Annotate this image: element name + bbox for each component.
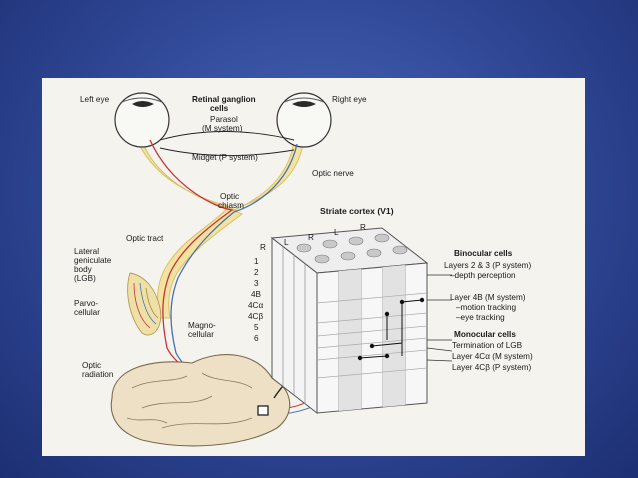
- midget-line: [159, 147, 295, 156]
- column-label: L: [284, 238, 289, 247]
- layer-label: 1: [254, 257, 259, 266]
- label-optic-chiasm-2: chiasm: [218, 201, 244, 210]
- binocular-line: –motion tracking: [456, 303, 517, 312]
- label-lgb-3: body: [74, 265, 93, 274]
- label-midget: Midget (P system): [192, 153, 258, 162]
- monocular-heading: Monocular cells: [454, 330, 516, 339]
- visual-pathway-figure: Left eye Right eye Retinal ganglion cell…: [42, 78, 585, 456]
- label-left-eye: Left eye: [80, 95, 110, 104]
- label-optic-tract: Optic tract: [126, 234, 164, 243]
- binocular-heading: Binocular cells: [454, 249, 513, 258]
- brain: [110, 354, 291, 447]
- monocular-line: Layer 4Cα (M system): [452, 352, 533, 361]
- column-label: R: [360, 223, 366, 232]
- label-lgb-2: geniculate: [74, 256, 112, 265]
- monocular-line: Termination of LGB: [452, 341, 523, 350]
- layer-label: 5: [254, 323, 259, 332]
- label-optic-nerve: Optic nerve: [312, 169, 354, 178]
- cube-pointers: [426, 274, 453, 362]
- layer-label: 4Cα: [248, 301, 263, 310]
- label-lgb-4: (LGB): [74, 274, 96, 283]
- layer-label: 4B: [251, 290, 262, 299]
- layer-label: 2: [254, 268, 259, 277]
- label-parasol-1: Parasol: [210, 115, 238, 124]
- left-eye: [114, 92, 170, 148]
- binocular-line: –eye tracking: [456, 313, 505, 322]
- layer-label: 4Cβ: [248, 312, 263, 321]
- label-retinal-ganglion-1: Retinal ganglion: [192, 95, 256, 104]
- binocular-line: Layers 2 & 3 (P system): [444, 261, 531, 270]
- label-retinal-ganglion-2: cells: [210, 104, 229, 113]
- label-parvo-1: Parvo-: [74, 299, 98, 308]
- column-label: R: [308, 233, 314, 242]
- label-optic-chiasm-1: Optic: [220, 192, 239, 201]
- optic-tract-shape: [157, 207, 243, 319]
- label-optic-radiation-1: Optic: [82, 361, 101, 370]
- right-eye: [276, 92, 332, 148]
- label-optic-radiation-2: radiation: [82, 370, 114, 379]
- binocular-line: Layer 4B (M system): [450, 293, 526, 302]
- monocular-line: Layer 4Cβ (P system): [452, 363, 531, 372]
- label-magno-2: cellular: [188, 330, 214, 339]
- column-label: L: [334, 228, 339, 237]
- visual-pathway-diagram: Left eye Right eye Retinal ganglion cell…: [74, 92, 533, 447]
- label-parasol-2: (M system): [202, 124, 243, 133]
- label-magno-1: Magno-: [188, 321, 216, 330]
- binocular-line: –depth perception: [450, 271, 516, 280]
- parasol-line: [159, 131, 295, 141]
- cortex-cube: [270, 227, 429, 415]
- label-parvo-2: cellular: [74, 308, 100, 317]
- column-label: R: [260, 243, 266, 252]
- lgb-body: [127, 272, 162, 336]
- label-striate-cortex: Striate cortex (V1): [320, 206, 394, 216]
- layer-label: 6: [254, 334, 259, 343]
- layer-label: 3: [254, 279, 259, 288]
- label-lgb-1: Lateral: [74, 247, 99, 256]
- label-right-eye: Right eye: [332, 95, 367, 104]
